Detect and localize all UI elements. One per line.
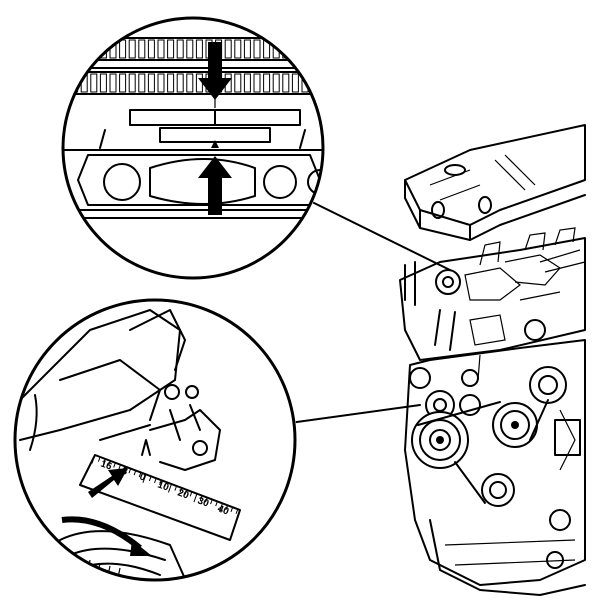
scale-tick	[210, 499, 213, 505]
scale-tick	[184, 489, 188, 495]
gear-tooth	[90, 39, 98, 59]
scale-tick	[91, 454, 96, 464]
scale-tick	[159, 479, 162, 485]
scale-tick	[174, 485, 178, 491]
gear-tooth	[272, 73, 280, 93]
gear-tooth	[291, 73, 299, 93]
gear-tooth	[109, 73, 117, 93]
gear-tooth	[243, 39, 251, 59]
gear-tooth	[234, 39, 242, 59]
crankshaft-detail-circle: 16 8 0 10 20 30 40	[13, 298, 297, 582]
scale-tick	[142, 474, 147, 483]
rotation-arrow-icon	[61, 516, 152, 556]
gear-tooth	[253, 39, 261, 59]
camshaft-detail-circle	[61, 16, 325, 280]
gear-tooth	[157, 73, 165, 93]
gear-tooth	[63, 73, 69, 93]
scale-tick	[108, 460, 111, 466]
gear-tooth	[291, 39, 299, 59]
gear-tooth	[301, 39, 309, 59]
degree-scale-ticks	[91, 454, 239, 514]
cylinder-head	[399, 227, 586, 361]
arrow-diagonal-icon	[88, 468, 128, 498]
gear-tooth	[138, 39, 146, 59]
scale-tick	[225, 505, 229, 511]
gear-tooth	[253, 73, 261, 93]
gear-tooth	[224, 39, 232, 59]
scale-tick	[215, 501, 218, 507]
gear-tooth	[128, 73, 136, 93]
gear-tooth	[311, 73, 319, 93]
scale-tick	[179, 487, 183, 493]
gear-tooth	[176, 73, 184, 93]
scale-tick	[128, 468, 132, 474]
gear-tooth	[167, 73, 175, 93]
arrow-down-icon	[198, 42, 232, 100]
gear-tooth	[128, 39, 136, 59]
gear-tooth	[71, 39, 79, 59]
scale-tick	[189, 491, 193, 497]
scale-label-16: 16	[99, 458, 114, 472]
gear-tooth	[282, 73, 290, 93]
gear-tooth	[311, 39, 319, 59]
gear-tooth	[167, 39, 175, 59]
valve-cover	[404, 124, 586, 241]
gear-tooth	[320, 39, 323, 59]
gear-tooth	[63, 39, 69, 59]
gear-tooth	[138, 73, 146, 93]
gear-tooth	[80, 39, 88, 59]
gear-tooth	[147, 39, 155, 59]
gear-tooth	[243, 73, 251, 93]
scale-tick	[205, 497, 208, 503]
gear-tooth	[263, 73, 271, 93]
scale-label-30: 30	[196, 495, 211, 509]
gear-tooth	[119, 73, 127, 93]
scale-tick	[103, 458, 106, 464]
scale-tick	[235, 508, 239, 514]
scale-label-40: 40	[216, 503, 231, 517]
gear-tooth	[90, 73, 98, 93]
engine-block	[399, 124, 586, 596]
scale-label-20: 20	[176, 487, 191, 501]
gear-tooth	[186, 73, 194, 93]
gear-tooth	[99, 73, 107, 93]
scale-tick	[97, 456, 101, 462]
scale-tick	[230, 506, 234, 512]
gear-tooth	[186, 39, 194, 59]
gear-tooth	[234, 73, 242, 93]
gear-tooth	[157, 39, 165, 59]
gear-tooth	[320, 73, 323, 93]
scale-tick	[138, 472, 142, 478]
scale-tick	[199, 495, 203, 501]
scale-tick	[164, 481, 167, 487]
scale-tick	[148, 476, 152, 482]
front-pulleys	[404, 339, 586, 596]
scale-label-10: 10	[156, 479, 171, 493]
gear-tooth	[147, 73, 155, 93]
scale-tick	[193, 493, 198, 503]
gear-tooth	[195, 39, 203, 59]
scale-tick	[133, 470, 137, 476]
leader-lines	[274, 199, 451, 426]
scale-tick	[218, 503, 223, 512]
scale-tick	[113, 462, 116, 468]
gear-tooth	[176, 39, 184, 59]
scale-tick	[167, 483, 172, 493]
scale-tick	[154, 477, 157, 484]
scale-label-0: 0	[138, 471, 147, 483]
arrow-up-icon	[198, 156, 232, 215]
gear-teeth	[63, 37, 323, 95]
